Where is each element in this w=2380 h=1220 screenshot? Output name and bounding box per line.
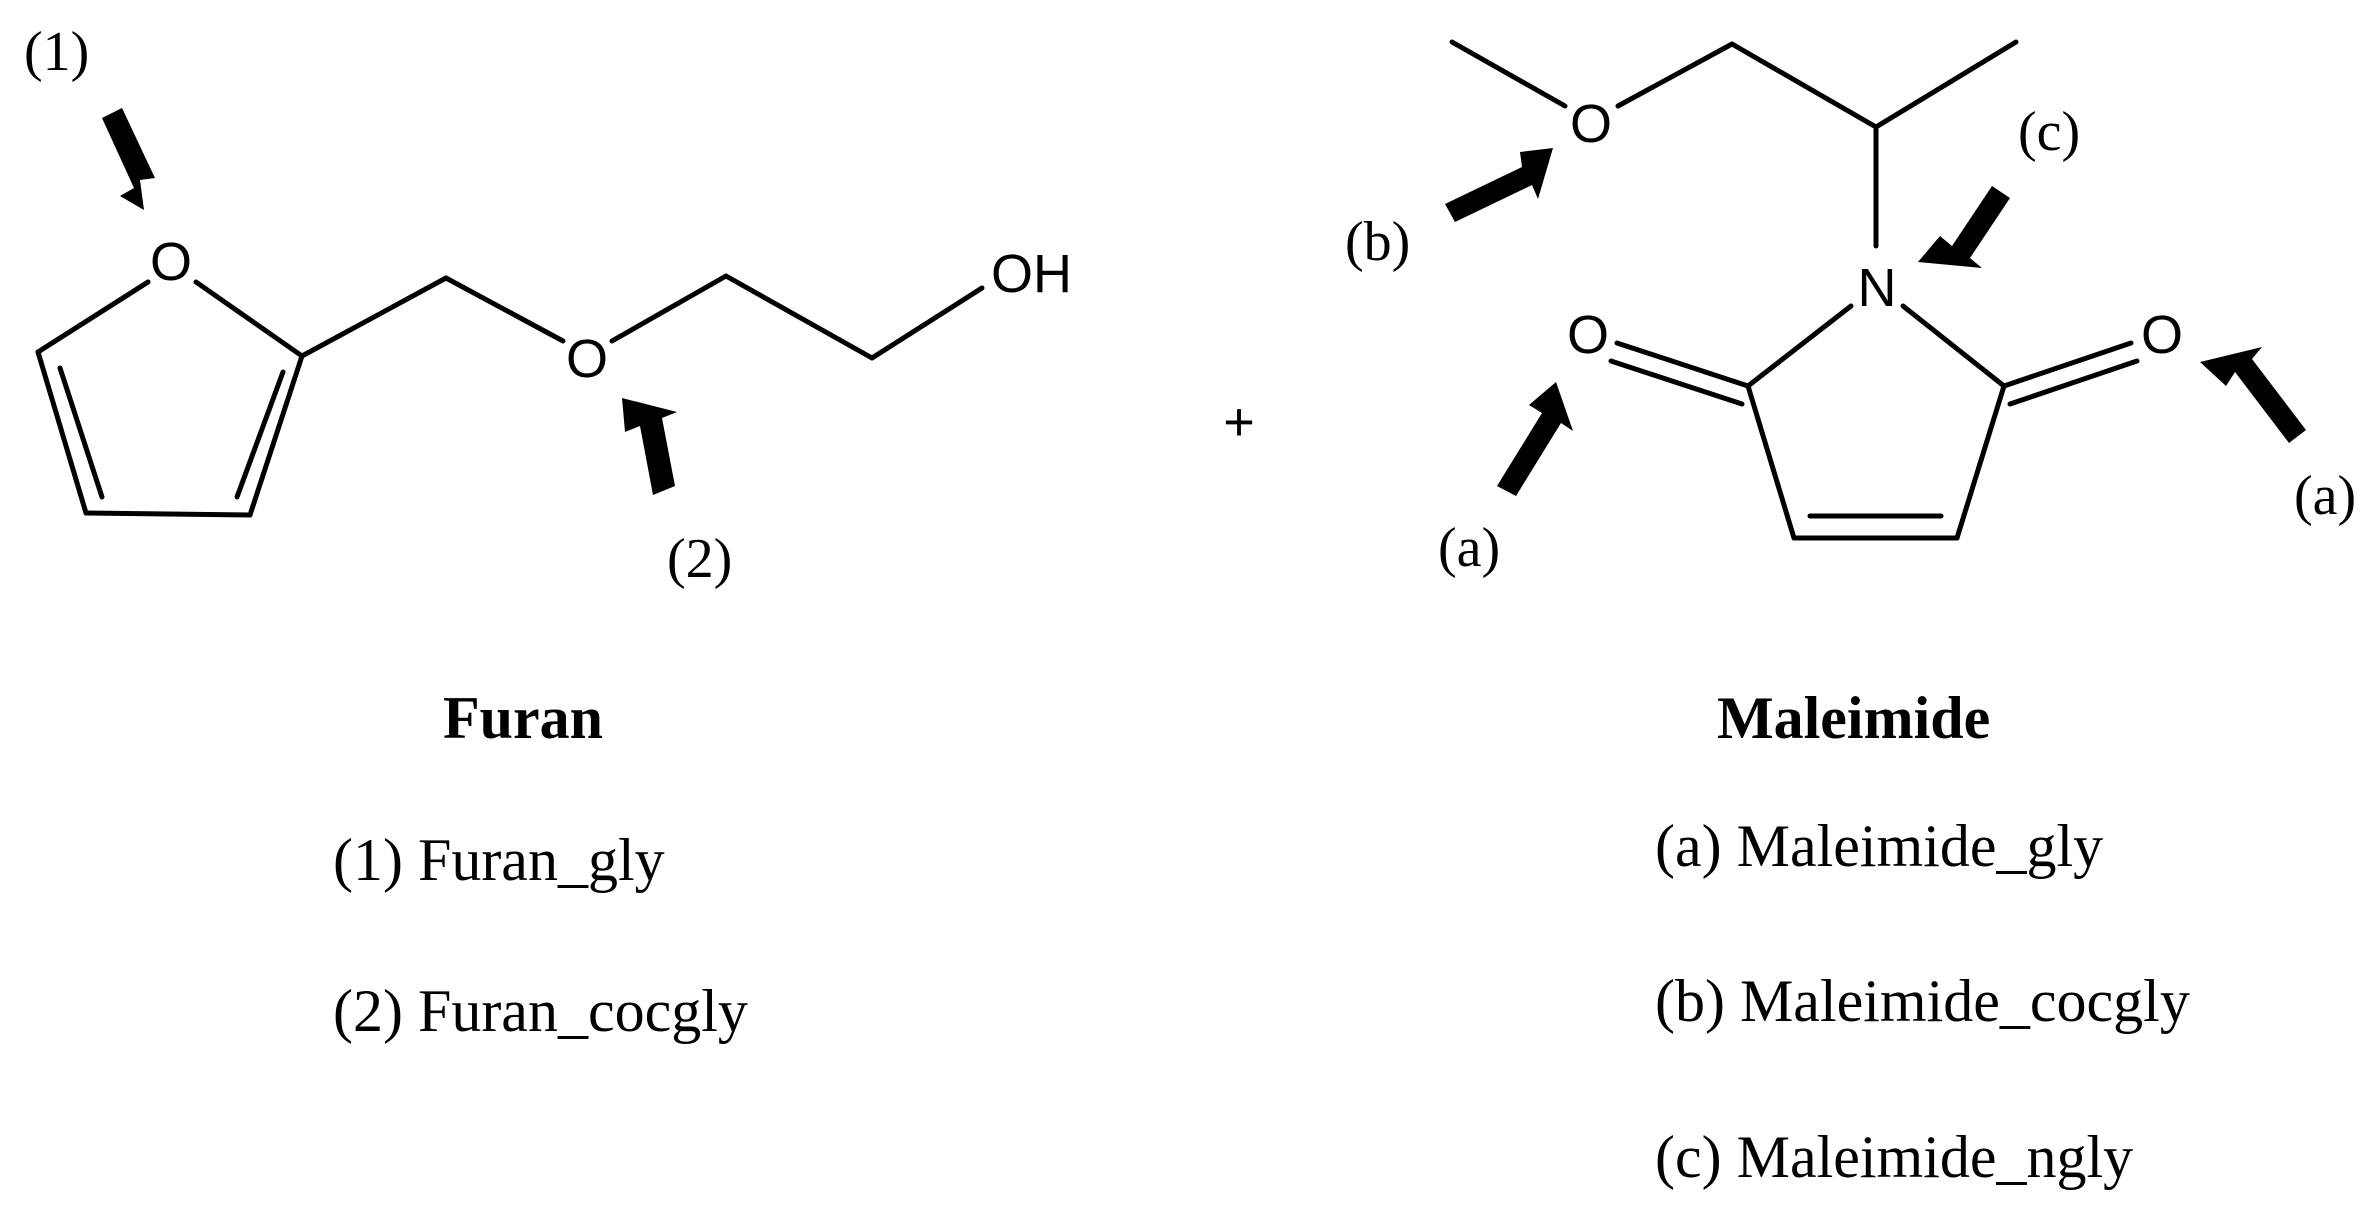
furan-ether-oxygen-label: O — [566, 329, 608, 389]
maleimide-carbonyl-bond — [2001, 340, 2134, 389]
callout-label-a-right: (a) — [2294, 465, 2356, 527]
furan-structure: O O OH — [35, 232, 1072, 518]
maleimide-legend-item: (c) Maleimide_ngly — [1655, 1124, 2133, 1190]
callout-label-a-left: (a) — [1438, 517, 1500, 579]
furan-bond — [723, 273, 875, 361]
callout-label-1: (1) — [24, 21, 89, 83]
arrow-icon — [1918, 186, 2010, 268]
furan-bond — [35, 349, 89, 516]
maleimide-carbonyl-bond — [1614, 340, 1751, 389]
arrow-icon — [2200, 347, 2306, 443]
furan-bond — [193, 279, 305, 359]
furan-bond — [443, 275, 566, 344]
maleimide-nitrogen-label: N — [1858, 258, 1897, 318]
furan-bond — [299, 275, 449, 359]
arrow-icon — [622, 398, 677, 495]
maleimide-bond — [1873, 39, 2019, 130]
maleimide-bond — [1745, 383, 1797, 541]
furan-bond — [869, 285, 985, 361]
furan-title: Furan — [443, 685, 603, 751]
furan-legend: (1) Furan_gly (2) Furan_cocgly — [333, 827, 748, 1044]
arrow-icon — [1445, 148, 1553, 222]
maleimide-bond — [1954, 383, 2007, 541]
furan-bond — [609, 273, 729, 344]
maleimide-carbonyl-oxygen-right-label: O — [2141, 305, 2183, 365]
maleimide-structure: O N O O — [1449, 39, 2183, 541]
callout-label-c: (c) — [2018, 101, 2080, 163]
maleimide-carbonyl-bond — [1608, 358, 1745, 407]
arrow-icon — [102, 108, 155, 210]
maleimide-bond — [1449, 39, 1568, 109]
maleimide-title: Maleimide — [1717, 685, 1990, 751]
maleimide-ether-oxygen-label: O — [1570, 94, 1612, 154]
furan-bond — [247, 353, 305, 518]
maleimide-bond — [1729, 41, 1879, 130]
maleimide-carbonyl-oxygen-left-label: O — [1567, 305, 1609, 365]
maleimide-bond — [1745, 303, 1854, 389]
furan-hydroxyl-label: OH — [991, 244, 1072, 304]
furan-callouts: (1) (2) — [24, 21, 732, 590]
furan-bond — [35, 279, 151, 355]
furan-bond — [83, 510, 253, 518]
plus-sign: + — [1223, 392, 1255, 452]
callout-label-2: (2) — [667, 528, 732, 590]
maleimide-bond — [1615, 41, 1735, 109]
maleimide-legend: (a) Maleimide_gly (b) Maleimide_cocgly (… — [1655, 813, 2190, 1190]
maleimide-bond — [1900, 303, 2007, 389]
furan-double-bond — [57, 365, 105, 500]
callout-label-b: (b) — [1345, 211, 1410, 273]
arrow-icon — [1497, 382, 1573, 496]
furan-legend-item: (1) Furan_gly — [333, 827, 665, 893]
maleimide-legend-item: (b) Maleimide_cocgly — [1655, 968, 2190, 1034]
furan-ring-oxygen-label: O — [150, 232, 192, 292]
maleimide-carbonyl-bond — [2007, 358, 2140, 407]
maleimide-legend-item: (a) Maleimide_gly — [1655, 813, 2103, 879]
furan-legend-item: (2) Furan_cocgly — [333, 978, 748, 1044]
maleimide-callouts: (b) (c) (a) (a) — [1345, 101, 2356, 579]
furan-double-bond — [234, 369, 286, 500]
